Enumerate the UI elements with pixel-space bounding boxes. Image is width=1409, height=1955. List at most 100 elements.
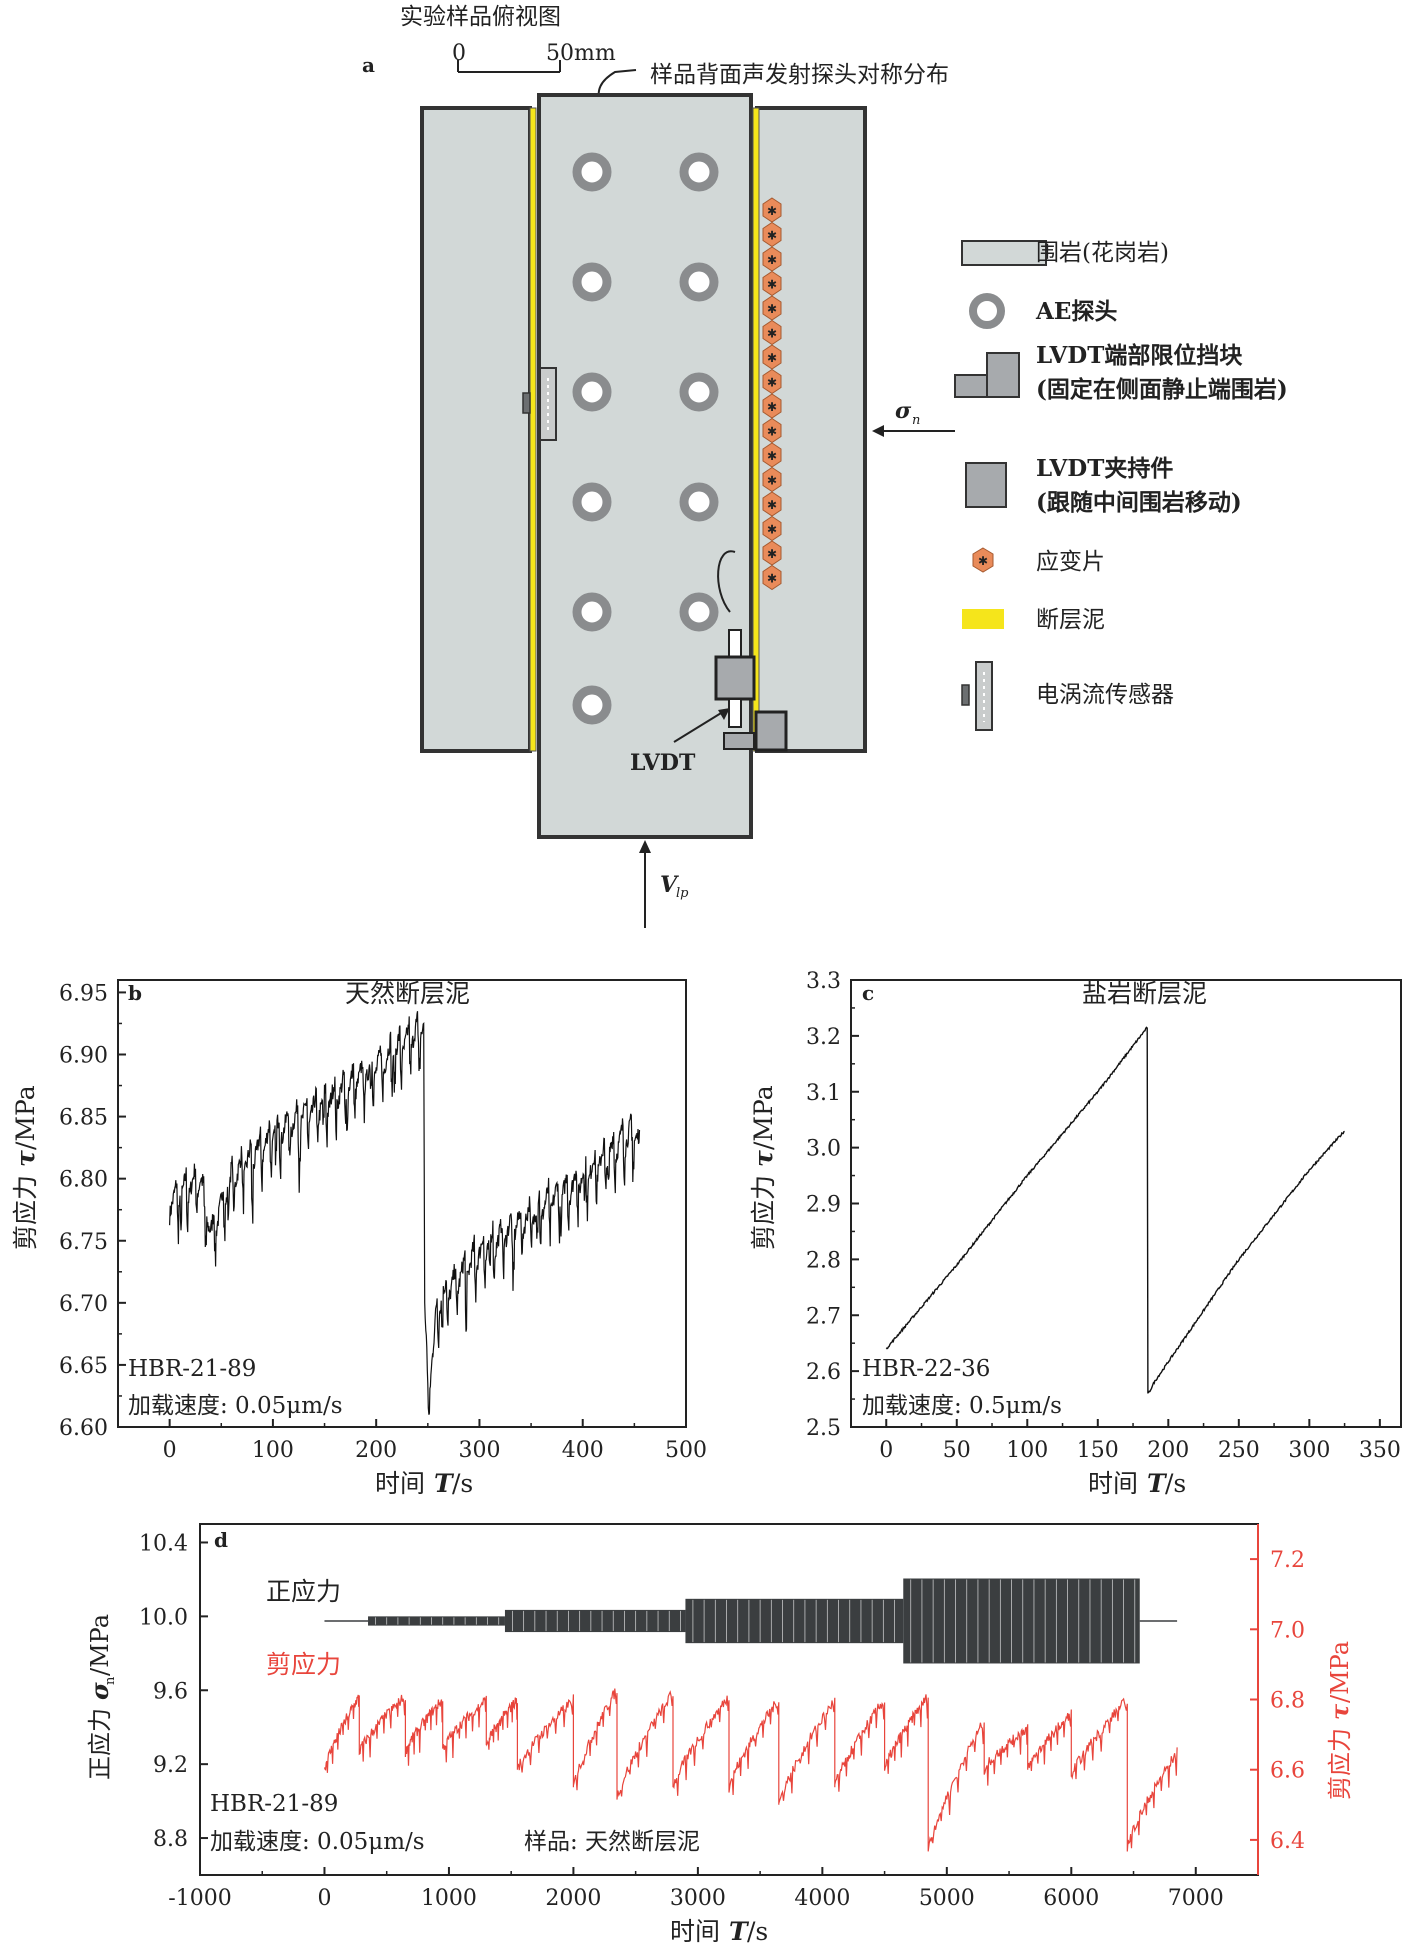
- x-tick-label: 100: [1006, 1438, 1048, 1463]
- strain-gauge-icon: ✱: [762, 393, 782, 419]
- svg-text:✱: ✱: [767, 351, 777, 365]
- y-tick-label: 3.1: [806, 1081, 841, 1106]
- scale-bar: 0 50mm: [452, 41, 616, 73]
- ae-probe-ring-icon: [679, 262, 719, 302]
- ae-probe-ring-icon: [679, 372, 719, 412]
- legend-normal-stress: 正应力: [266, 1577, 341, 1606]
- panel-d-ylabel-right: 剪应力 τ /MPa: [1325, 1641, 1354, 1800]
- x-tick-label: 4000: [794, 1886, 850, 1911]
- x-tick-label: 1000: [421, 1886, 477, 1911]
- legend-ae-label: AE探头: [1035, 298, 1117, 325]
- ae-probe-ring-icon: [572, 685, 612, 725]
- x-tick-label: 300: [458, 1438, 500, 1463]
- panel-d-ylabel-left-var: σ: [85, 1682, 114, 1700]
- x-tick-label: 200: [1147, 1438, 1189, 1463]
- strain-gauge-icon: ✱: [762, 344, 782, 370]
- x-tick-label: 200: [355, 1438, 397, 1463]
- legend-eddy-label: 电涡流传感器: [1036, 682, 1174, 708]
- panel-a-legend: 围岩(花岗岩) AE探头 LVDT端部限位挡块 (固定在侧面静止端围岩) LVD…: [954, 240, 1288, 731]
- y-right-tick-label: 6.8: [1270, 1689, 1305, 1714]
- y-tick-label: 2.8: [806, 1248, 841, 1273]
- legend-stop-label: LVDT端部限位挡块: [1036, 342, 1242, 369]
- panel-c-letter: c: [862, 981, 874, 1005]
- x-tick-label: 500: [665, 1438, 707, 1463]
- sigma-label: σ: [895, 398, 912, 424]
- y-left-tick-label: 10.0: [139, 1605, 188, 1630]
- strain-gauge-icon: ✱: [762, 368, 782, 395]
- lvdt-label: LVDT: [630, 750, 696, 776]
- svg-text:✱: ✱: [767, 449, 777, 463]
- panel-c-xlabel-unit: /s: [1165, 1469, 1186, 1498]
- legend-shear-stress: 剪应力: [266, 1650, 341, 1679]
- x-tick-label: 3000: [670, 1886, 726, 1911]
- strain-gauge-icon: ✱: [762, 442, 782, 468]
- x-tick-label: 0: [163, 1438, 177, 1463]
- svg-text:✱: ✱: [767, 547, 777, 561]
- svg-text:✱: ✱: [978, 554, 988, 568]
- panel-d-normal-series: [324, 1578, 1178, 1664]
- ae-probe-ring-icon: [572, 372, 612, 412]
- svg-text:✱: ✱: [767, 498, 777, 512]
- ae-probe-array: [572, 152, 719, 725]
- legend-gouge-label: 断层泥: [1036, 607, 1105, 633]
- panel-a-schematic: a 实验样品俯视图 0 50mm 样品背面声发射探头对称分布 ✱✱✱✱✱✱✱✱✱…: [362, 4, 1288, 928]
- svg-text:✱: ✱: [767, 327, 777, 341]
- x-tick-label: 0: [317, 1886, 331, 1911]
- scale-zero: 0: [452, 41, 466, 66]
- x-tick-label: 5000: [919, 1886, 975, 1911]
- panel-c-title: 盐岩断层泥: [1082, 979, 1207, 1008]
- panel-b-xlabel-text: 时间: [375, 1469, 425, 1498]
- v-sub: lp: [676, 886, 689, 901]
- strain-gauge-icon: ✱: [762, 540, 782, 566]
- ae-probe-ring-icon: [572, 262, 612, 302]
- legend-rock-label: 围岩(花岗岩): [1036, 240, 1169, 266]
- y-right-tick-label: 7.0: [1270, 1618, 1305, 1643]
- panel-c-ylabel-var: τ: [749, 1150, 778, 1167]
- strain-gauge-column: ✱✱✱✱✱✱✱✱✱✱✱✱✱✱✱✱: [762, 197, 782, 591]
- panel-c-xlabel-var: T: [1147, 1469, 1168, 1498]
- svg-text:✱: ✱: [767, 523, 777, 537]
- svg-text:✱: ✱: [767, 302, 777, 316]
- x-tick-label: 300: [1288, 1438, 1330, 1463]
- panel-d-letter: d: [214, 1528, 228, 1552]
- y-tick-label: 2.5: [806, 1416, 841, 1441]
- loading-velocity-arrow: V lp: [639, 840, 689, 928]
- ae-probe-ring-icon: [679, 152, 719, 192]
- x-tick-label: 2000: [545, 1886, 601, 1911]
- v-label: V: [660, 872, 679, 898]
- x-tick-label: -1000: [168, 1886, 231, 1911]
- panel-b-ylabel: 剪应力 τ /MPa: [11, 1085, 40, 1250]
- strain-gauge-icon: ✱: [972, 547, 994, 573]
- panel-c-ylabel-unit: /MPa: [749, 1085, 778, 1150]
- panel-c-ylabel-text: 剪应力: [749, 1175, 778, 1250]
- ae-probe-ring-icon: [572, 152, 612, 192]
- panel-b-rate: 加载速度: 0.05μm/s: [128, 1393, 343, 1419]
- x-tick-label: 400: [562, 1438, 604, 1463]
- svg-text:✱: ✱: [767, 229, 777, 243]
- panel-c-xlabel: 时间 T /s: [1088, 1469, 1186, 1498]
- y-tick-label: 6.75: [59, 1230, 108, 1255]
- normal-stress-arrow: σ n: [872, 398, 955, 437]
- strain-gauge-icon: ✱: [762, 564, 782, 591]
- panel-d-xlabel-unit: /s: [747, 1917, 768, 1946]
- strain-gauge-icon: ✱: [762, 246, 782, 272]
- strain-gauge-icon: ✱: [762, 515, 782, 542]
- panel-b-ylabel-unit: /MPa: [11, 1085, 40, 1150]
- y-left-tick-label: 9.2: [153, 1753, 188, 1778]
- strain-gauge-icon: ✱: [762, 221, 782, 248]
- svg-text:✱: ✱: [767, 400, 777, 414]
- y-tick-label: 2.9: [806, 1193, 841, 1218]
- normal-stress-band: [504, 1609, 686, 1633]
- panel-d-shear-series: [323, 1688, 1178, 1852]
- y-right-tick-label: 6.4: [1270, 1829, 1305, 1854]
- ae-probe-ring-icon: [572, 482, 612, 522]
- strain-gauge-icon: ✱: [762, 197, 782, 223]
- middle-rock-block: [537, 93, 753, 839]
- panel-b-xlabel-unit: /s: [452, 1469, 473, 1498]
- y-tick-label: 6.60: [59, 1416, 108, 1441]
- ae-probe-ring-icon: [969, 293, 1005, 329]
